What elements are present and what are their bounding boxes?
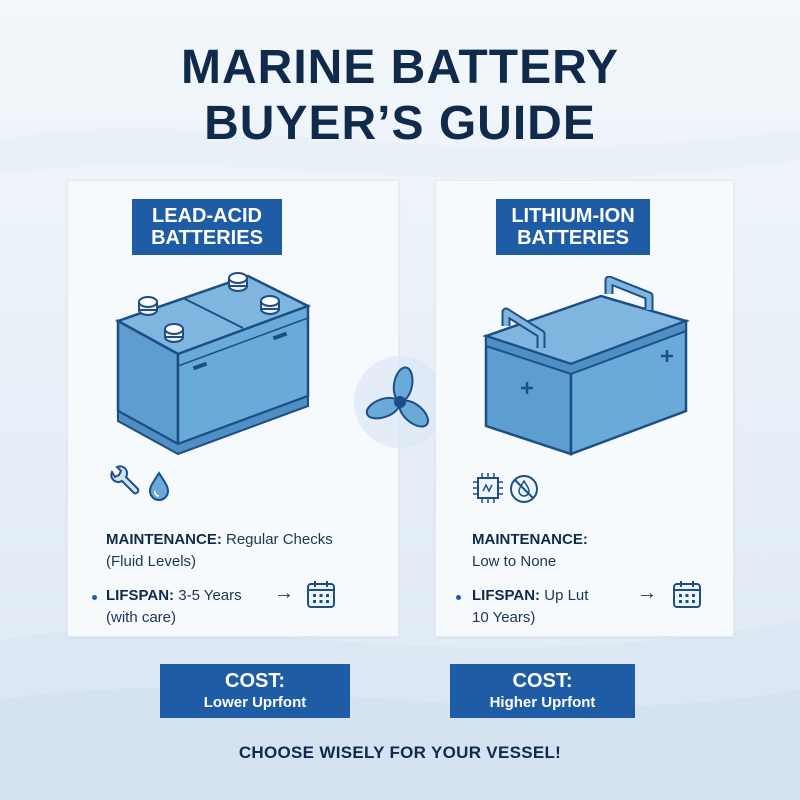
lead-acid-cost-box: COST: Lower Uprfont (160, 664, 350, 718)
lifespan-value: Up Lut (544, 587, 589, 604)
calendar-icon (673, 581, 701, 608)
maintenance-value: Regular Checks (226, 531, 333, 548)
lithium-ion-battery-illustration (482, 276, 690, 456)
lead-acid-card: LEAD-ACID BATTERIES (67, 180, 399, 637)
arrow-icon: → (274, 582, 294, 604)
cost-value: Lower Uprfont (203, 694, 307, 711)
arrow-icon: → (637, 582, 657, 604)
maintenance-value-2: (Fluid Levels) (106, 553, 197, 570)
title-line-1: MARINE BATTERY (181, 41, 619, 94)
cost-value: Higher Uprfont (489, 694, 596, 711)
wrench-icon (110, 465, 140, 495)
badge-line-1: LITHIUM-ION (511, 205, 635, 227)
cost-label: COST: (512, 670, 573, 692)
chip-icon (473, 473, 503, 503)
footer-tagline: CHOOSE WISELY FOR YOUR VESSEL! (238, 743, 562, 762)
propeller-icon (354, 356, 446, 448)
maintenance-label: MAINTENANCE: (472, 531, 588, 548)
lifespan-value-2: (with care) (106, 609, 177, 626)
page-title: MARINE BATTERY BUYER’S GUIDE (0, 40, 800, 152)
lead-acid-battery-illustration (114, 272, 312, 456)
lead-acid-maintenance: MAINTENANCE: Regular Checks (Fluid Level… (106, 529, 396, 573)
lead-acid-lifespan: LIFSPAN: 3-5 Years (with care) (106, 585, 276, 629)
maintenance-value: Low to None (472, 553, 557, 570)
lifespan-label: LIFSPAN: (106, 587, 175, 604)
badge-line-2: BATTERIES (151, 227, 263, 249)
lithium-ion-cost-box: COST: Higher Uprfont (450, 664, 635, 718)
badge-line-1: LEAD-ACID (152, 205, 262, 227)
lifespan-bullet (456, 595, 461, 600)
lifespan-bullet (92, 595, 97, 600)
water-drop-icon (148, 471, 170, 501)
lithium-ion-lifespan: LIFSPAN: Up Lut 10 Years) (472, 585, 632, 629)
lifespan-label: LIFSPAN: (472, 587, 541, 604)
no-drip-icon (510, 475, 538, 503)
lifespan-value-2: 10 Years) (472, 609, 536, 626)
badge-line-2: BATTERIES (517, 227, 629, 249)
lifespan-value: 3-5 Years (178, 587, 242, 604)
lithium-ion-card: LITHIUM-ION BATTERIES (435, 180, 734, 637)
cost-label: COST: (225, 670, 285, 692)
lead-acid-badge: LEAD-ACID BATTERIES (132, 199, 282, 255)
title-line-2: BUYER’S GUIDE (204, 97, 596, 150)
lithium-ion-badge: LITHIUM-ION BATTERIES (496, 199, 650, 255)
lithium-ion-maintenance: MAINTENANCE: Low to None (472, 529, 722, 573)
maintenance-label: MAINTENANCE: (106, 531, 222, 548)
calendar-icon (307, 581, 335, 608)
